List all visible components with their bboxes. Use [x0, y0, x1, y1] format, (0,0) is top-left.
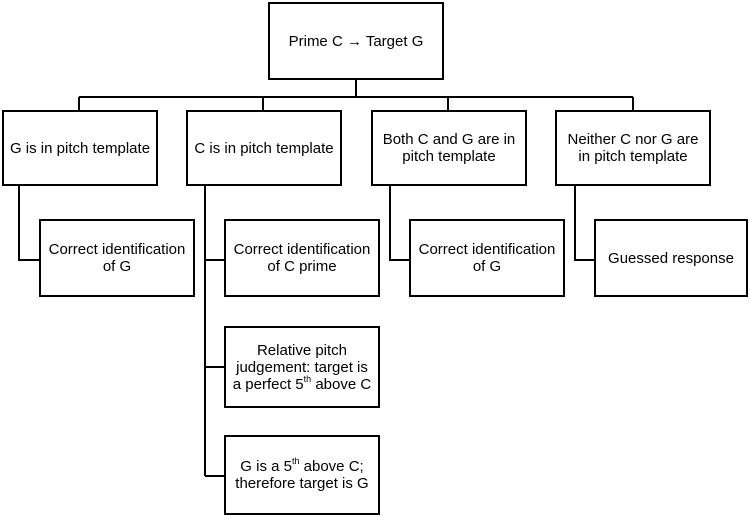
column-node-label: Both C and G are in pitch template	[382, 131, 516, 165]
column-node-label: Neither C nor G are in pitch template	[567, 131, 699, 165]
root-node-label: Prime C → Target G	[288, 32, 424, 50]
column-node-g-in-template: G is in pitch template	[2, 110, 158, 186]
outcome-node-label: Correct identification of G	[418, 241, 556, 275]
outcome-node-col2-c-prime: Correct identification of C prime	[224, 219, 380, 297]
outcome-node-col3: Correct identification of G	[409, 219, 565, 297]
connector-col4-child	[574, 185, 595, 261]
outcome-node-col1: Correct identification of G	[39, 219, 195, 297]
outcome-node-label: G is a 5th above C; therefore target is …	[235, 456, 369, 493]
outcome-node-col2-relative-pitch: Relative pitch judgement: target is a pe…	[224, 326, 380, 408]
connector-col3-child	[389, 185, 410, 261]
outcome-node-label: Relative pitch judgement: target is a pe…	[232, 341, 372, 393]
outcome-node-label: Correct identification of C prime	[233, 241, 371, 275]
column-node-both-in-template: Both C and G are in pitch template	[371, 110, 527, 186]
outcome-node-col4: Guessed response	[594, 219, 748, 297]
column-node-label: G is in pitch template	[9, 139, 151, 157]
column-node-c-in-template: C is in pitch template	[186, 110, 342, 186]
outcome-node-col2-fifth-above: G is a 5th above C; therefore target is …	[224, 435, 380, 515]
root-node: Prime C → Target G	[268, 2, 444, 80]
connector-col1-child	[18, 185, 40, 261]
column-node-label: C is in pitch template	[194, 139, 334, 157]
outcome-node-label: Guessed response	[608, 249, 734, 267]
outcome-node-label: Correct identification of G	[48, 241, 186, 275]
column-node-neither-in-template: Neither C nor G are in pitch template	[555, 110, 711, 186]
